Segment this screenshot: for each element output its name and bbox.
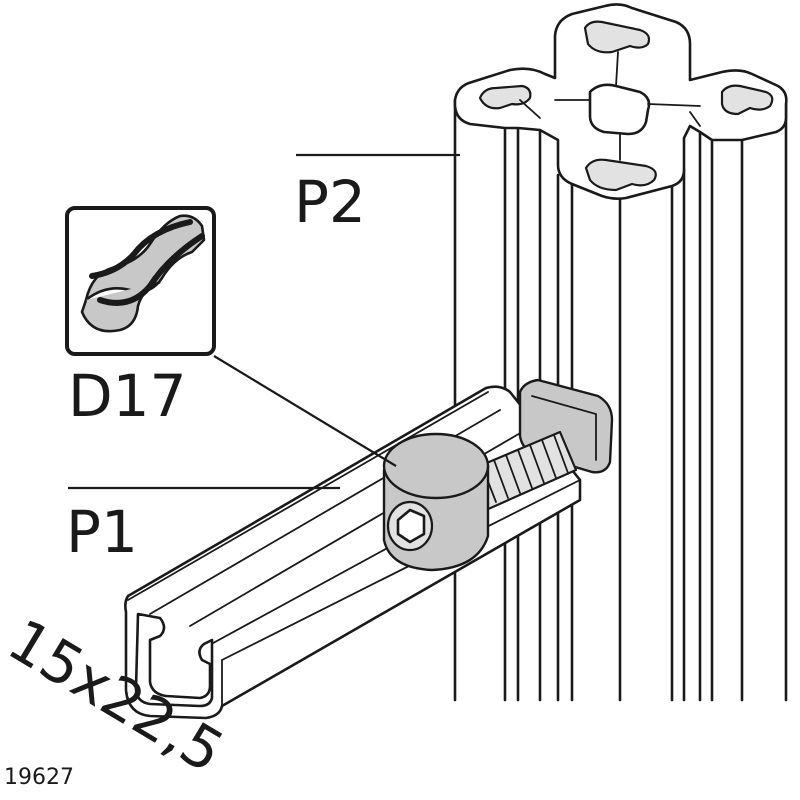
leader-tool (213, 355, 397, 467)
profile-p2-core (588, 83, 651, 136)
profile-p2-slot-top (583, 20, 651, 54)
profile-p2-webs (554, 51, 701, 161)
profile-p2-right-edges (698, 98, 788, 702)
profile-p2-web-joins (519, 99, 701, 127)
hex-socket-icon (396, 508, 426, 544)
t-nut-edge (531, 395, 597, 461)
label-p2: P2 (294, 168, 366, 236)
label-tool: D17 (68, 362, 186, 430)
profile-p1-top-lines (127, 391, 581, 661)
figure-number: 19627 (4, 765, 74, 790)
tool-callout (65, 206, 216, 356)
drill-bit-icon (80, 214, 206, 333)
connector-assembly (382, 378, 614, 572)
barrel-top (382, 432, 490, 500)
profile-p1 (124, 385, 582, 720)
profile-p2 (453, 3, 788, 702)
profile-p2-slot-left (478, 84, 532, 110)
profile-p2-slot-front (584, 158, 657, 192)
label-p1: P1 (66, 498, 138, 566)
profile-p1-end-face (134, 612, 214, 708)
profile-p1-body (124, 385, 582, 720)
profile-p2-slot-right (720, 84, 774, 116)
